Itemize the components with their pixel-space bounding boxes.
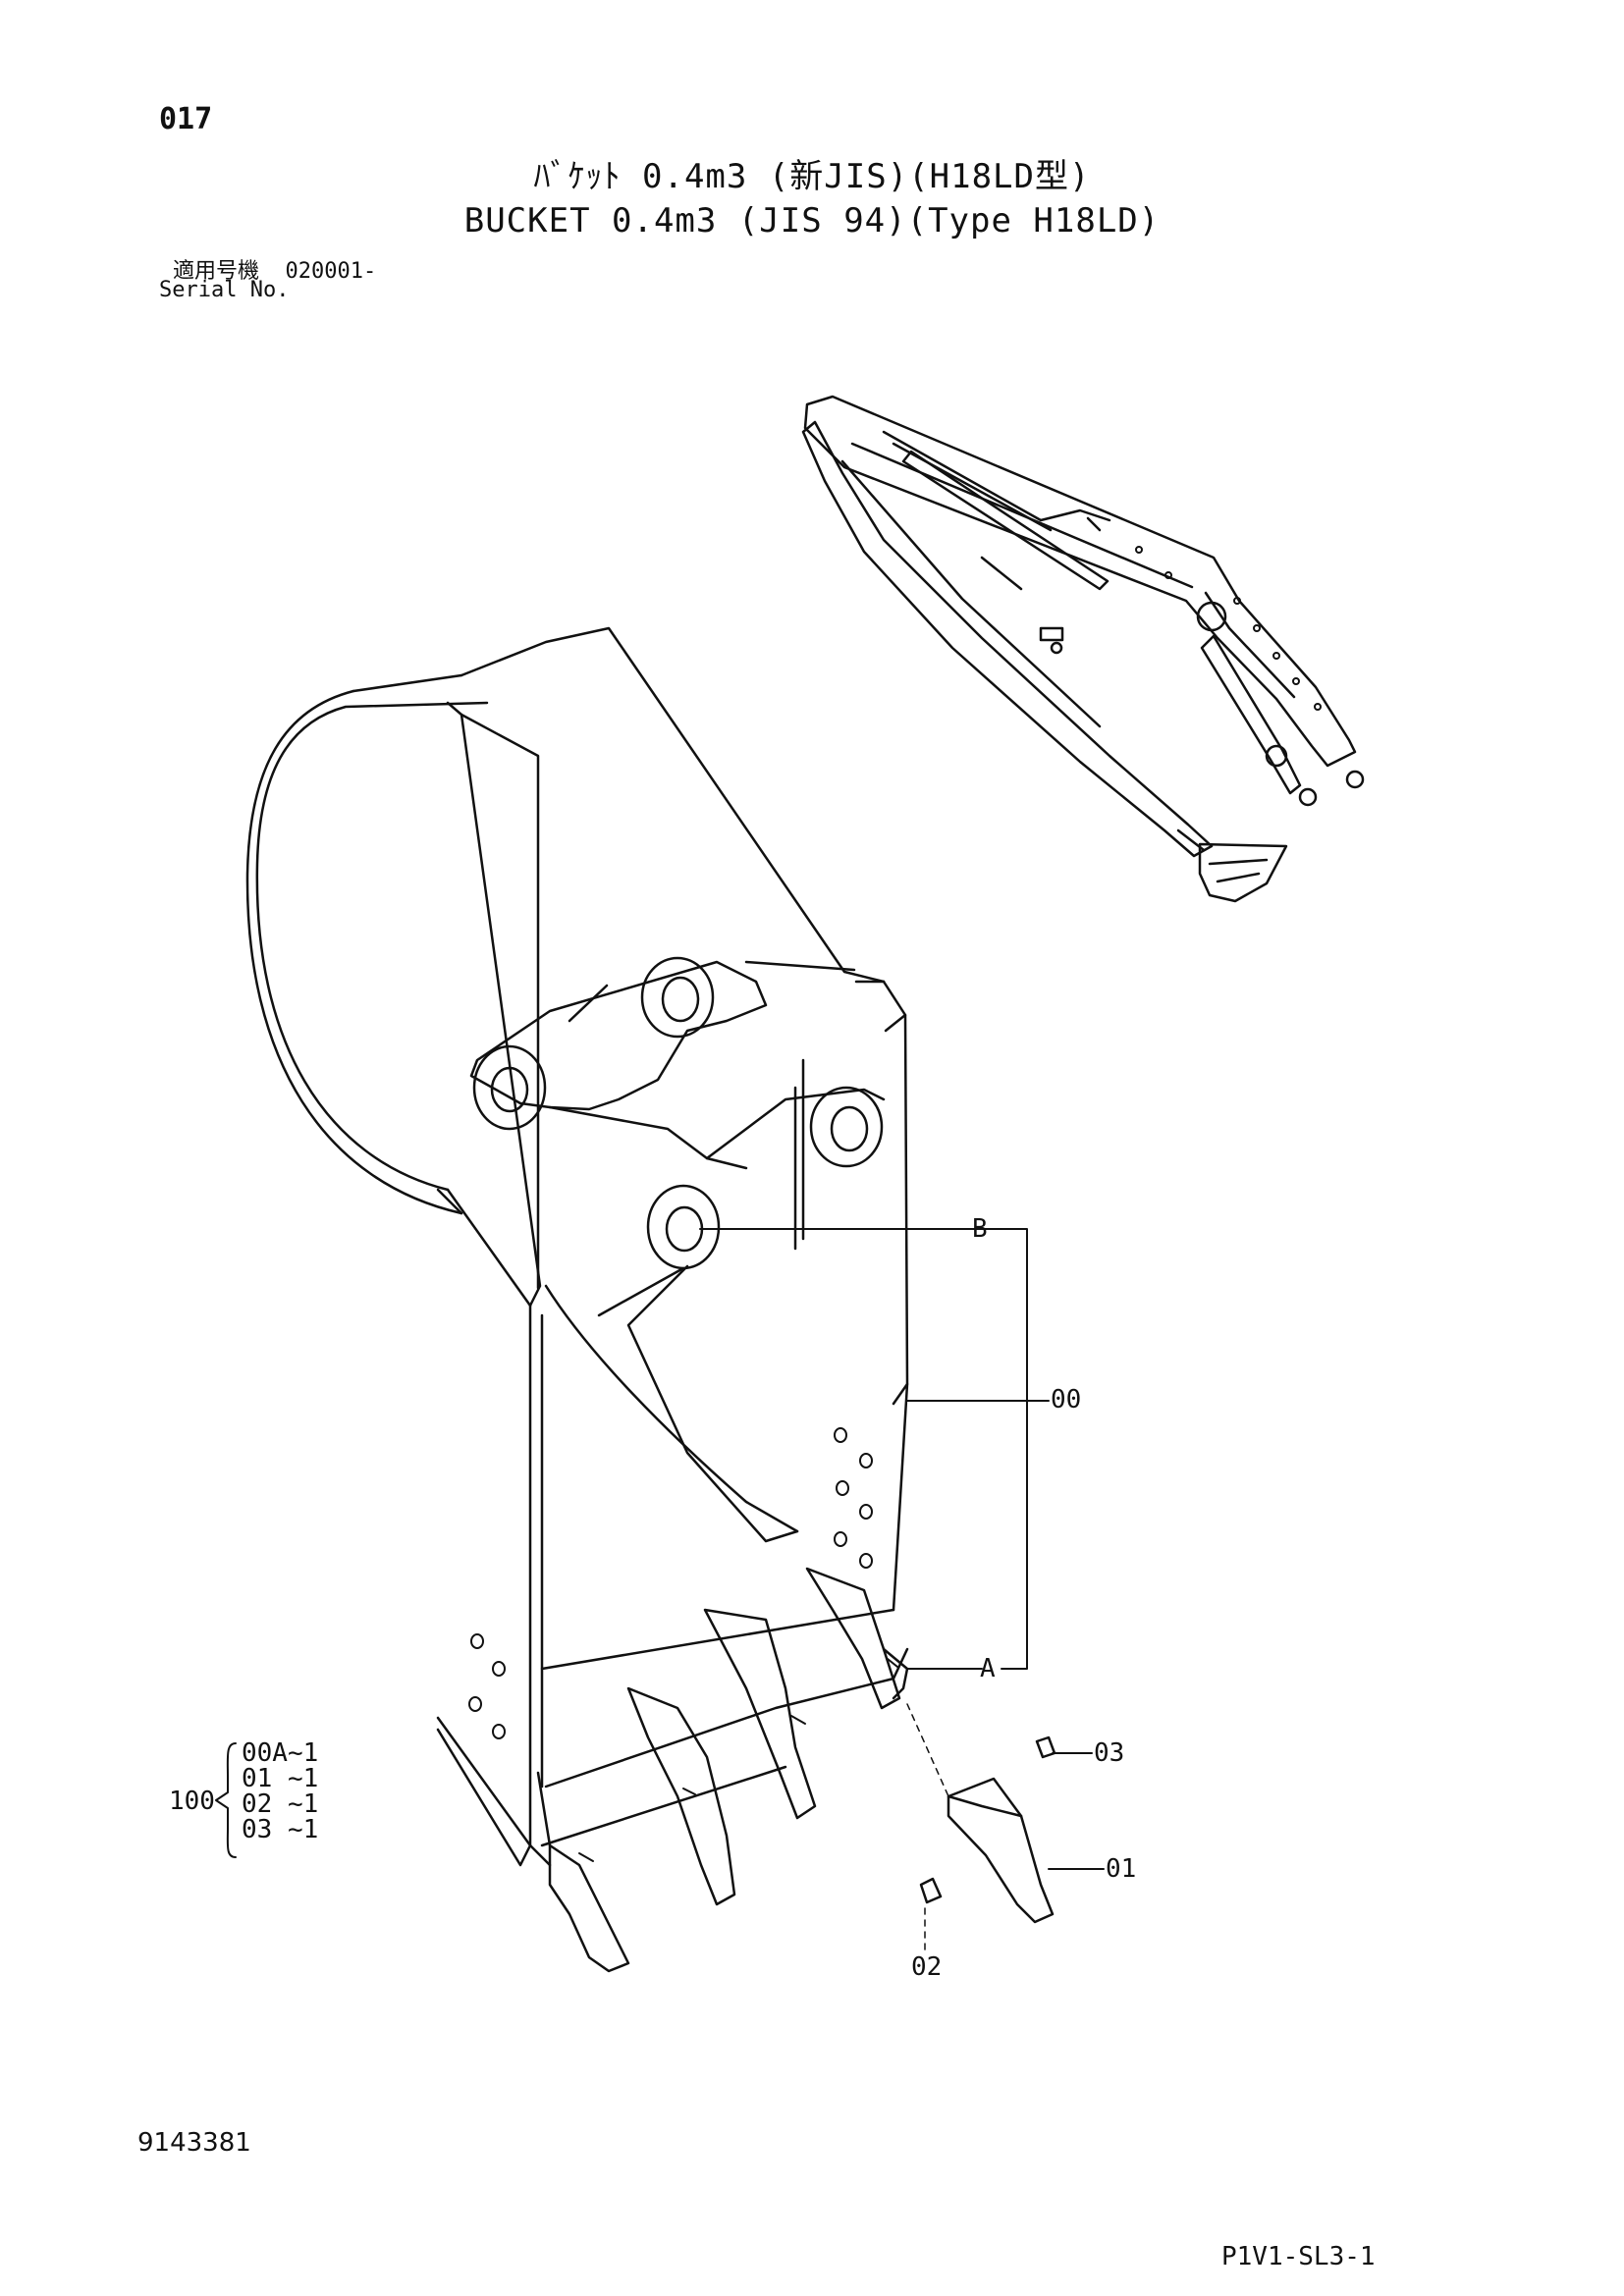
serial-label-english: Serial No. [159, 278, 290, 302]
arm-overview-illustration [801, 395, 1365, 903]
kit-item: 01 ~1 [242, 1764, 318, 1793]
kit-item: 00A~1 [242, 1738, 318, 1768]
leader-lines [215, 1228, 1105, 1870]
bucket-illustration [245, 626, 1056, 1973]
kit-item: 02 ~1 [242, 1789, 318, 1819]
callout-03: 03 [1094, 1738, 1124, 1768]
callout-A: A [980, 1654, 996, 1683]
serial-line-japanese: 適用号機 020001- [173, 253, 376, 285]
callout-02: 02 [911, 1952, 942, 1982]
kit-label: 100 [169, 1787, 215, 1816]
title-japanese: ﾊﾞｹｯﾄ 0.4m3 (新JIS)(H18LD型) [533, 157, 1091, 196]
page-number: 017 [159, 102, 213, 136]
serial-value: 020001- [285, 259, 377, 284]
callout-01: 01 [1106, 1854, 1136, 1884]
serial-label-jp: 適用号機 [173, 259, 260, 284]
callout-00: 00 [1051, 1385, 1081, 1415]
callout-B: B [972, 1214, 988, 1244]
document-number: 9143381 [137, 2128, 251, 2158]
title-english: BUCKET 0.4m3 (JIS 94)(Type H18LD) [463, 201, 1161, 240]
kit-item: 03 ~1 [242, 1815, 318, 1844]
page-code: P1V1-SL3-1 [1221, 2242, 1376, 2271]
